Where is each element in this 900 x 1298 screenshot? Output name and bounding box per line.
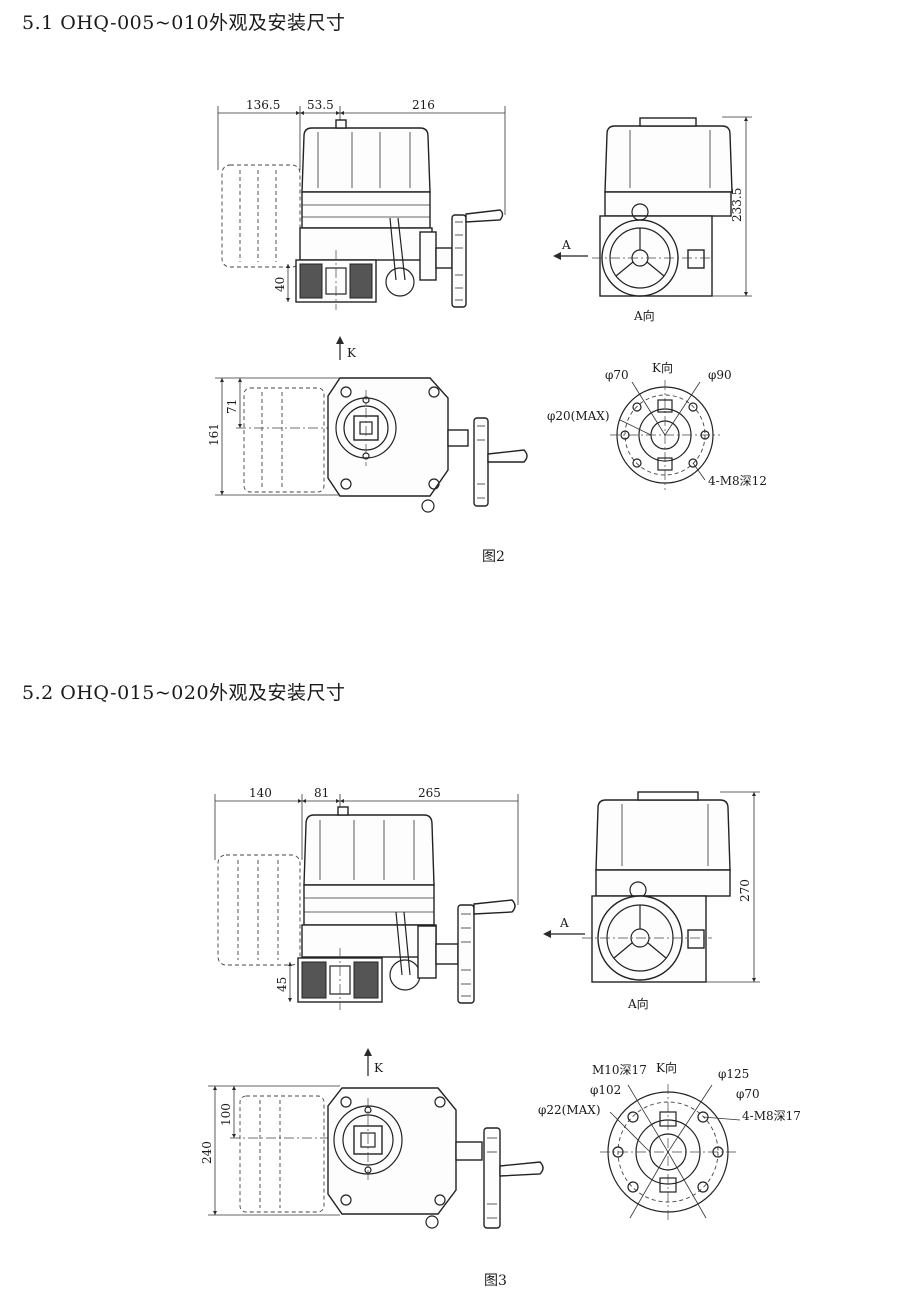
flange-view-1: K向 φ70 φ90 φ20(MAX) 4-M8深12 (547, 360, 767, 490)
dim-233-5: 233.5 (730, 188, 744, 222)
front-arrow-label-1: A (561, 238, 571, 252)
front-view-1: A A向 233.5 (553, 116, 752, 323)
flange-label-phi70-1: φ70 (605, 368, 629, 382)
top-arrow-label-2: K (374, 1061, 384, 1075)
figure-2-drawing: 136.5 53.5 216 40 (207, 98, 767, 513)
dim-71: 71 (225, 399, 239, 414)
dim-161: 161 (207, 423, 221, 446)
flange-label-phi20-1: φ20(MAX) (547, 409, 610, 423)
dim-81: 81 (314, 786, 329, 800)
dim-240: 240 (200, 1141, 214, 1164)
figure-label-1: 图2 (482, 549, 505, 565)
top-view-1: K 161 71 (207, 336, 528, 513)
flange-view-label-1: K向 (652, 360, 673, 375)
flange-label-phi125-2: φ125 (718, 1067, 749, 1081)
flange-label-phi22-2: φ22(MAX) (538, 1103, 601, 1117)
top-view-2: K 240 100 (200, 1048, 544, 1229)
front-view-label-1: A向 (633, 308, 655, 323)
dim-136-5: 136.5 (246, 98, 280, 112)
front-view-2: A A向 270 (543, 791, 760, 1011)
dim-45: 45 (275, 977, 289, 992)
dim-270: 270 (738, 879, 752, 902)
top-arrow-label-1: K (347, 346, 357, 360)
side-view-1: 136.5 53.5 216 40 (217, 98, 506, 310)
dim-216: 216 (412, 98, 435, 112)
dim-265: 265 (418, 786, 441, 800)
dim-100: 100 (219, 1103, 233, 1126)
section-heading-1: 5.1 OHQ-005~010外观及安装尺寸 (22, 12, 346, 34)
flange-label-phi70-2: φ70 (736, 1087, 760, 1101)
dim-40: 40 (273, 277, 287, 292)
flange-label-m8-1: 4-M8深12 (708, 474, 767, 488)
dim-140: 140 (249, 786, 272, 800)
flange-view-label-2: K向 (656, 1060, 677, 1075)
side-view-2: 140 81 265 45 (214, 786, 519, 1010)
figure-label-2: 图3 (484, 1273, 507, 1289)
dim-53-5: 53.5 (307, 98, 334, 112)
flange-view-2: K向 M10深17 φ102 φ22(MAX) φ125 φ70 4-M8深17 (538, 1060, 801, 1220)
section-heading-2: 5.2 OHQ-015~020外观及安装尺寸 (22, 682, 346, 704)
flange-label-m8-2: 4-M8深17 (742, 1109, 801, 1123)
flange-label-m10-2: M10深17 (592, 1063, 647, 1077)
front-arrow-label-2: A (559, 916, 569, 930)
flange-label-phi102-2: φ102 (590, 1083, 621, 1097)
front-view-label-2: A向 (627, 996, 649, 1011)
figure-3-drawing: 140 81 265 45 (200, 786, 801, 1229)
flange-label-phi90-1: φ90 (708, 368, 732, 382)
